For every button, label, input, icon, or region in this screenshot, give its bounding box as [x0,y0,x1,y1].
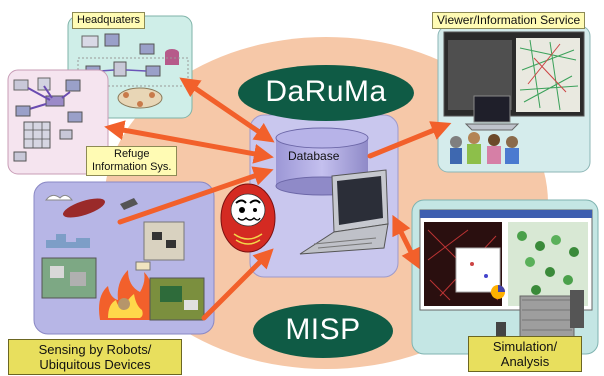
refuge-panel [7,69,109,175]
laptop-illustration [299,169,389,255]
simulation-label-line2: Analysis [500,354,550,369]
arrow-refuge [104,120,274,164]
database-label: Database [288,149,340,163]
headquarters-label: Headquaters [72,12,145,29]
arrow-sensing-lower [201,248,274,321]
daruma-doll [220,183,276,253]
simulation-label: Simulation/ Analysis [468,336,582,372]
refuge-label-line1: Refuge [114,148,150,160]
sensing-label-line2: Ubiquitous Devices [39,357,151,372]
sensing-label: Sensing by Robots/ Ubiquitous Devices [8,339,182,375]
misp-title: MISP [285,313,361,346]
arrow-viewer [367,121,452,159]
viewer-panel [437,25,591,173]
misp-oval [253,304,393,358]
refuge-label: Refuge Information Sys. [86,146,178,176]
viewer-label: Viewer/Information Service [432,12,586,29]
daruma-oval [238,65,414,121]
flow-arrows [104,77,452,321]
daruma-title: DaRuMa [265,75,387,108]
arrow-sensing-upper [117,166,274,225]
refuge-label-line2: Information Sys. [92,161,172,173]
simulation-panel [411,199,599,355]
sensing-panel [33,181,215,335]
simulation-label-line1: Simulation/ [492,339,558,354]
arrow-simulation [392,214,420,270]
sensing-label-line1: Sensing by Robots/ [38,342,152,357]
